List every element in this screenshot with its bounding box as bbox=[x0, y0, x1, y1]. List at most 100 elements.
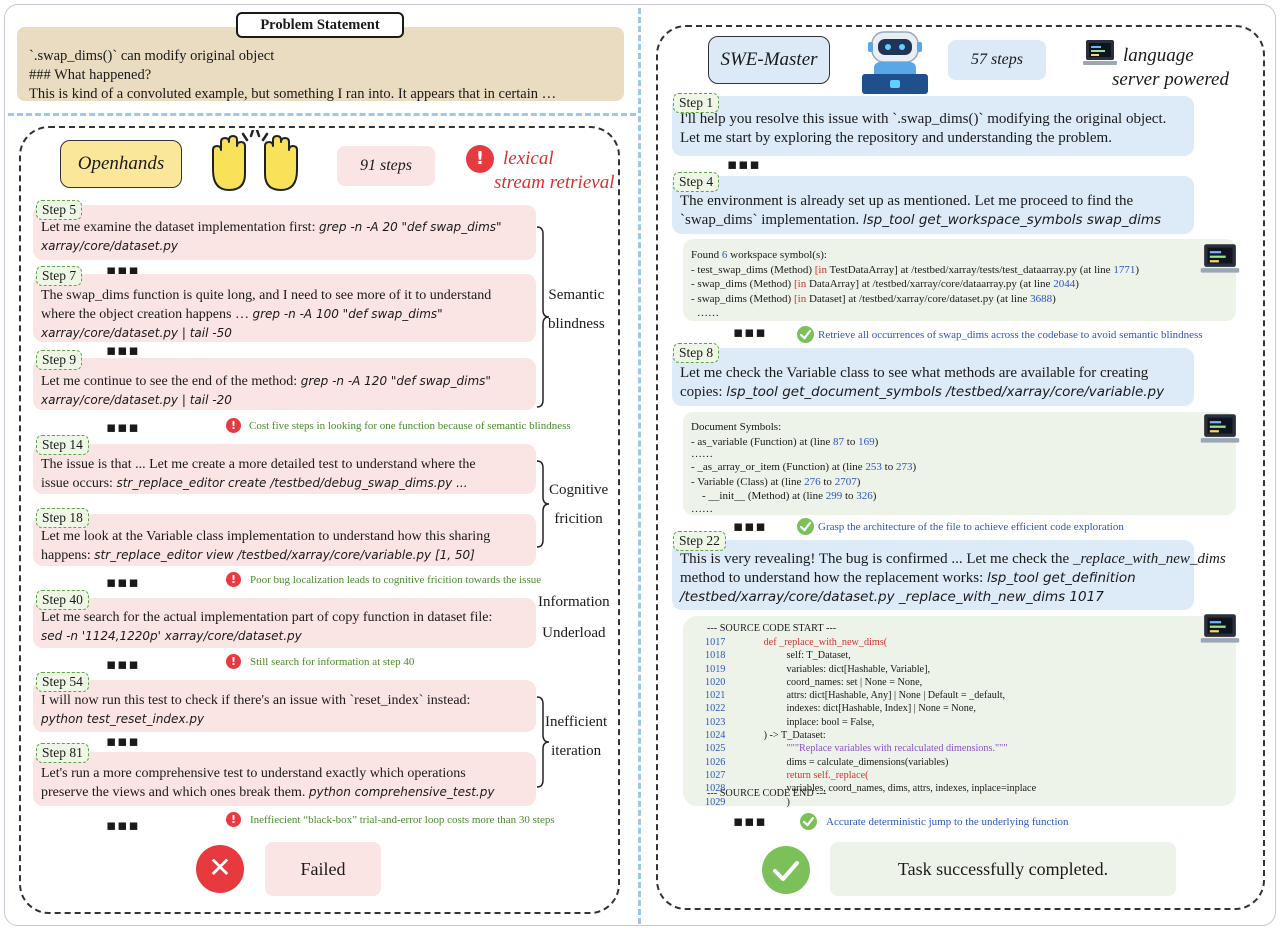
code-text: inplace: bool = False, bbox=[725, 716, 875, 728]
step-command: str_replace_editor view /testbed/xarray/… bbox=[94, 548, 475, 562]
output-text: at /testbed/xarray/core/dataarray.py (at… bbox=[859, 278, 1054, 290]
ellipsis-dots: ▪▪▪ bbox=[733, 812, 767, 830]
source-code-line: 1022 indexes: dict[Hashable, Index] | No… bbox=[705, 702, 1036, 715]
source-code-lines: 1017 def _replace_with_new_dims(1018 sel… bbox=[705, 636, 1036, 809]
step-label: Step 1 bbox=[673, 93, 720, 113]
swe-master-step-card: This is very revealing! The bug is confi… bbox=[672, 540, 1226, 610]
output-number: 3688 bbox=[1030, 292, 1053, 305]
output-number: 299 bbox=[825, 490, 843, 502]
laptop-code-icon bbox=[1200, 244, 1240, 273]
code-text: return self._replace( bbox=[725, 769, 869, 781]
source-code-line: 1021 attrs: dict[Hashable, Any] | None |… bbox=[705, 689, 1036, 702]
step-text: method to understand how the replacement… bbox=[680, 570, 988, 586]
x-icon: ✕ bbox=[196, 845, 244, 893]
ellipsis-dots: ▪▪▪ bbox=[106, 341, 140, 359]
source-code-line: 1024 ) -> T_Dataset: bbox=[705, 729, 1036, 742]
output-text: Found bbox=[691, 249, 722, 261]
step-text: The swap_dims function is quite long, an… bbox=[41, 288, 492, 303]
code-text: variables, coord_names, dims, attrs, ind… bbox=[725, 783, 1037, 795]
openhands-result: Failed bbox=[265, 842, 381, 896]
output-text: ) bbox=[1052, 292, 1056, 305]
line-number: 1020 bbox=[705, 676, 726, 688]
openhands-tag: lexical stream retrieval bbox=[494, 147, 615, 195]
openhands-note: Ineffiecient “black-box” trial-and-error… bbox=[250, 814, 555, 826]
step-label: Step 22 bbox=[673, 531, 726, 551]
workspace-symbols-output bbox=[683, 239, 1236, 321]
step-text: happens: bbox=[41, 548, 95, 563]
problem-line: This is kind of a convoluted example, bu… bbox=[29, 86, 557, 102]
output-text: - Variable (Class) at (line bbox=[691, 475, 805, 488]
step-text: The environment is already set up as men… bbox=[680, 193, 1134, 209]
output-text: Dataset] bbox=[806, 292, 846, 305]
line-number: 1019 bbox=[705, 663, 726, 675]
step-text: I'll help you resolve this issue with `.… bbox=[680, 111, 1167, 127]
step-text: Let me continue to see the end of the me… bbox=[41, 374, 301, 389]
brace-label-line: iteration bbox=[551, 743, 602, 759]
openhands-note: Cost five steps in looking for one funct… bbox=[249, 420, 571, 432]
output-text: - swap_dims (Method) bbox=[691, 278, 794, 290]
problem-line: `.swap_dims()` can modify original objec… bbox=[29, 48, 275, 64]
tag-line: language bbox=[1123, 45, 1194, 66]
source-code-line: 1026 dims = calculate_dimensions(variabl… bbox=[705, 756, 1036, 769]
openhands-note: Still search for information at step 40 bbox=[250, 656, 415, 668]
openhands-step-card: Let me continue to see the end of the me… bbox=[33, 358, 536, 410]
source-code-line: 1029 ) bbox=[705, 796, 1036, 809]
output-text: ) bbox=[856, 475, 861, 488]
step-label: Step 4 bbox=[673, 172, 720, 192]
step-command: xarray/core/dataset.py bbox=[41, 239, 179, 253]
code-text: """Replace variables with recalculated d… bbox=[725, 743, 1008, 755]
step-text: Let's run a more comprehensive test to u… bbox=[41, 766, 466, 781]
brace-label-line: Information bbox=[538, 594, 610, 610]
output-text: - swap_dims (Method) bbox=[691, 292, 794, 305]
ellipsis-dots: ▪▪▪ bbox=[733, 517, 767, 535]
swe-master-tag: language server powered bbox=[1112, 44, 1229, 92]
source-code-line: 1019 variables: dict[Hashable, Variable]… bbox=[705, 663, 1036, 676]
line-number: 1029 bbox=[705, 796, 726, 808]
problem-statement-box: `.swap_dims()` can modify original objec… bbox=[17, 27, 624, 102]
openhands-panel bbox=[19, 126, 620, 914]
step-label: Step 81 bbox=[36, 743, 89, 763]
step-label: Step 5 bbox=[36, 200, 83, 220]
step-text: Let me look at the Variable class implem… bbox=[41, 529, 491, 544]
swe-master-panel bbox=[656, 25, 1265, 910]
code-text: variables: dict[Hashable, Variable], bbox=[725, 663, 931, 675]
output-text: to bbox=[881, 461, 896, 473]
output-keyword: [in bbox=[793, 292, 807, 305]
line-number: 1023 bbox=[705, 716, 726, 728]
openhands-step-card: Let me search for the actual implementat… bbox=[33, 598, 536, 648]
output-number: 273 bbox=[895, 461, 913, 473]
output-text: to bbox=[820, 475, 835, 488]
output-text: ) bbox=[872, 490, 877, 502]
output-text: workspace symbol(s): bbox=[727, 249, 827, 261]
source-code-line: 1023 inplace: bool = False, bbox=[705, 716, 1036, 729]
openhands-steps-count: 91 steps bbox=[337, 146, 435, 186]
step-label: Step 54 bbox=[36, 672, 89, 692]
step-command: python comprehensive_test.py bbox=[308, 785, 495, 799]
robot-at-laptop-icon bbox=[862, 31, 928, 94]
brace-label-line: Inefficient bbox=[545, 714, 608, 730]
output-text: - _as_array_or_item (Function) at (line bbox=[691, 461, 866, 473]
ellipsis-dots: ▪▪▪ bbox=[106, 573, 140, 591]
check-icon bbox=[797, 518, 814, 535]
step-text: `swap_dims` implementation. bbox=[680, 212, 863, 228]
source-code-line: 1028 variables, coord_names, dims, attrs… bbox=[705, 782, 1036, 795]
step-command: /testbed/xarray/core/dataset.py _replace… bbox=[680, 589, 1104, 605]
swe-master-steps-count: 57 steps bbox=[948, 40, 1046, 80]
step-label: Step 9 bbox=[36, 350, 83, 370]
figure-frame bbox=[4, 4, 1276, 926]
openhands-step-card: Let's run a more comprehensive test to u… bbox=[33, 752, 536, 806]
code-text: indexes: dict[Hashable, Index] | None = … bbox=[725, 703, 976, 715]
line-number: 1018 bbox=[705, 650, 726, 662]
horizontal-divider bbox=[8, 113, 636, 116]
output-text: DataArray] bbox=[806, 278, 860, 290]
source-code-line: 1027 return self._replace( bbox=[705, 769, 1036, 782]
output-text: - as_variable (Function) at (line bbox=[691, 435, 834, 448]
output-text: - __init__ (Method) at (line bbox=[691, 490, 826, 502]
swe-master-step-card: I'll help you resolve this issue with `.… bbox=[672, 96, 1194, 156]
output-text: …… bbox=[697, 307, 719, 319]
openhands-step-card: I will now run this test to check if the… bbox=[33, 680, 536, 732]
brace-semantic bbox=[536, 226, 550, 408]
step-text: preserve the views and which ones break … bbox=[41, 785, 309, 800]
source-code-output bbox=[683, 616, 1236, 806]
